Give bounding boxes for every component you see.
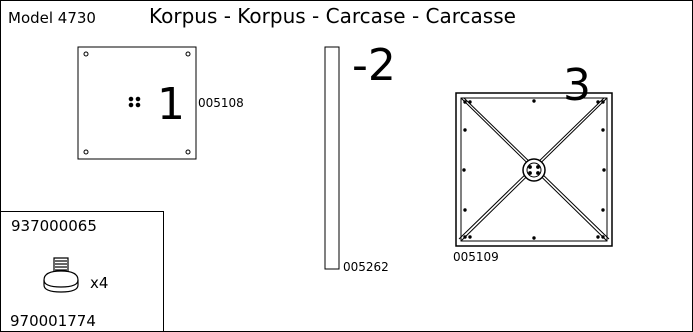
part-1-panel-drawing [77, 46, 197, 160]
hardware-article-top: 937000065 [11, 217, 97, 235]
model-number: Model 4730 [8, 9, 96, 27]
hardware-article-bottom: 970001774 [10, 312, 96, 330]
part-3-code: 005109 [453, 250, 499, 264]
part-1-number: 1 [157, 79, 185, 130]
part-2-number: -2 [352, 40, 396, 91]
part-2-code: 005262 [343, 260, 389, 274]
part-2-strip-drawing [324, 46, 340, 270]
part-3-frame-drawing [455, 92, 613, 247]
page-title: Korpus - Korpus - Carcase - Carcasse [149, 4, 516, 28]
hardware-quantity: x4 [90, 274, 109, 292]
hardware-box [0, 211, 164, 332]
glide-foot-icon [43, 257, 79, 293]
part-1-code: 005108 [198, 96, 244, 110]
part-3-number: 3 [563, 60, 591, 111]
